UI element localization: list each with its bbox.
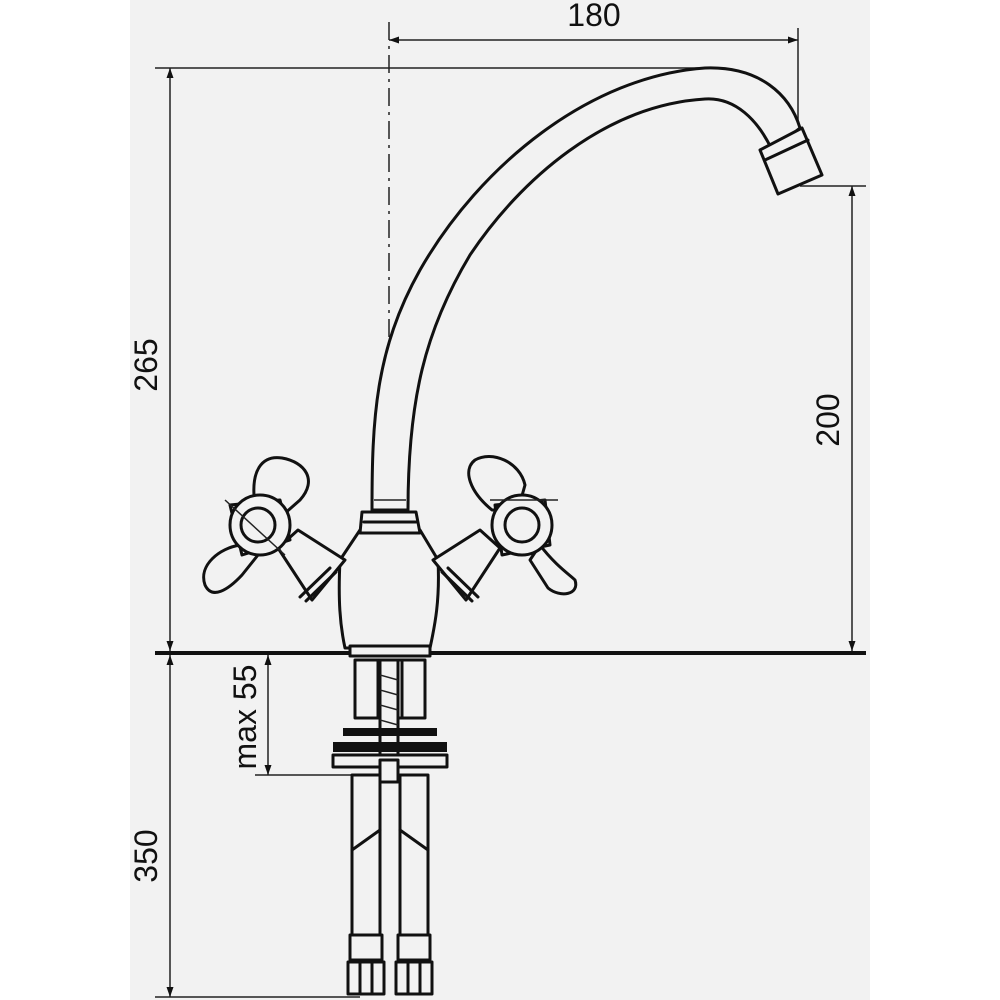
spout-aerator (758, 126, 824, 196)
left-valve-body (276, 528, 347, 603)
dimension-label-total-height: 265 (128, 338, 164, 391)
faucet-body (337, 510, 440, 658)
dimension-label-spout-reach: 180 (567, 0, 620, 33)
dimension-max-counter-thickness: max 55 (227, 655, 272, 775)
flexible-hoses (346, 773, 434, 996)
dimension-label-hose-length: 350 (128, 829, 164, 882)
left-cross-handle (202, 456, 310, 594)
extension-lines (155, 28, 866, 998)
dimension-total-height: 265 (128, 68, 174, 651)
dimension-label-max-counter-thickness: max 55 (227, 665, 263, 770)
dimension-hose-length: 350 (128, 655, 174, 997)
mounting-assembly (331, 658, 449, 784)
dimension-label-outlet-height: 200 (810, 393, 846, 446)
dimension-spout-reach: 180 (389, 0, 798, 44)
dimension-outlet-height: 200 (810, 186, 856, 651)
right-cross-handle (467, 454, 578, 596)
right-valve-body (431, 528, 502, 603)
